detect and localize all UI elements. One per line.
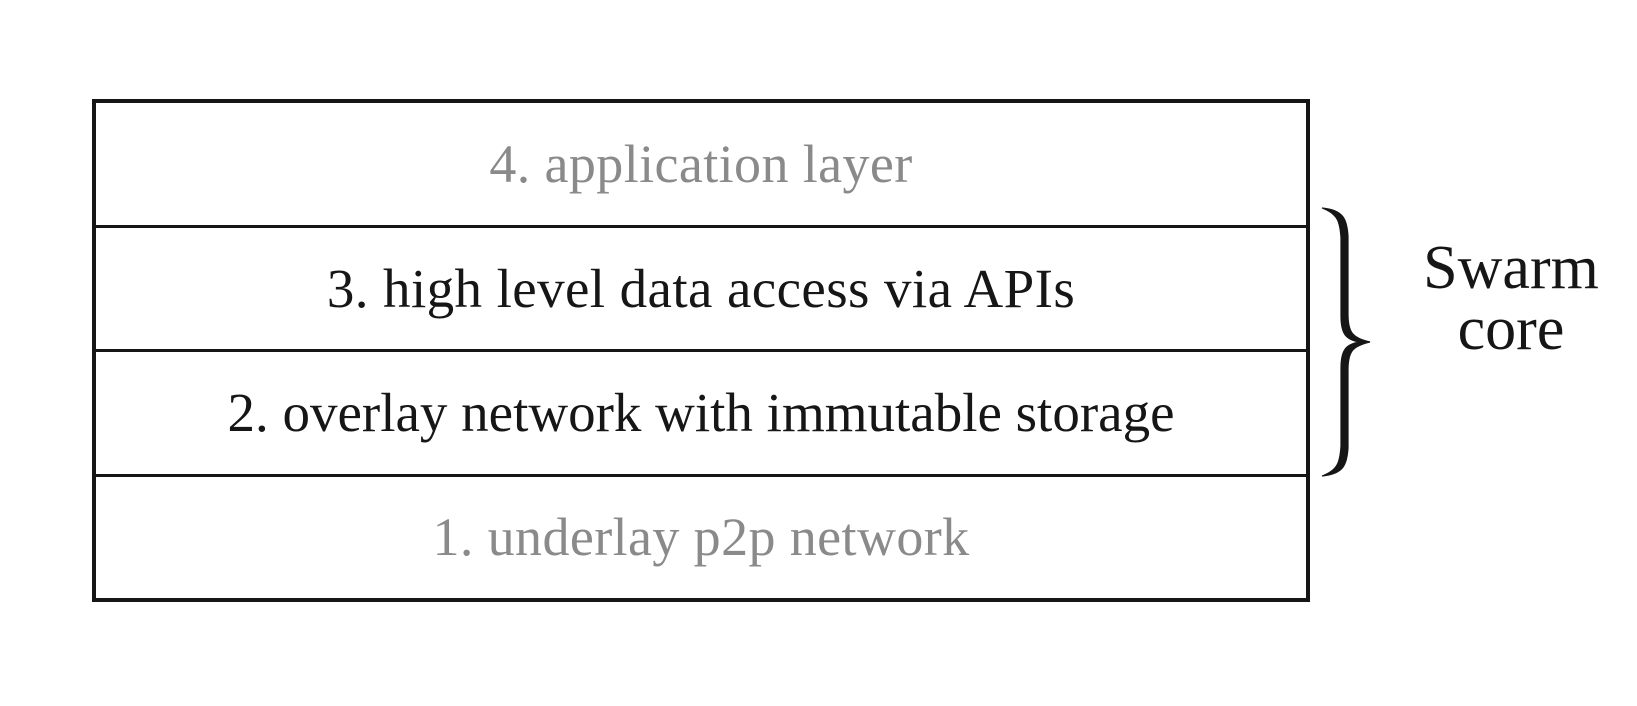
layer-label-underlay-p2p: 1. underlay p2p network: [432, 507, 970, 568]
layer-label-api-access: 3. high level data access via APIs: [326, 257, 1076, 319]
annotation-line-swarm: Swarm: [1423, 234, 1599, 302]
right-curly-brace-icon: [1321, 207, 1371, 477]
layer-label-overlay-network: 2. overlay network with immutable storag…: [227, 382, 1175, 444]
annotation-line-core: core: [1457, 294, 1565, 363]
layer-row: 3. high level data access via APIs: [96, 228, 1306, 352]
layer-row: 1. underlay p2p network: [96, 477, 1306, 599]
layer-stack: 4. application layer 3. high level data …: [92, 99, 1310, 602]
swarm-core-annotation: Swarm core: [1316, 206, 1637, 478]
layer-row: 4. application layer: [96, 103, 1306, 228]
layer-row: 2. overlay network with immutable storag…: [96, 352, 1306, 477]
layer-label-application: 4. application layer: [489, 133, 913, 194]
annotation-text: Swarm core: [1386, 237, 1636, 363]
